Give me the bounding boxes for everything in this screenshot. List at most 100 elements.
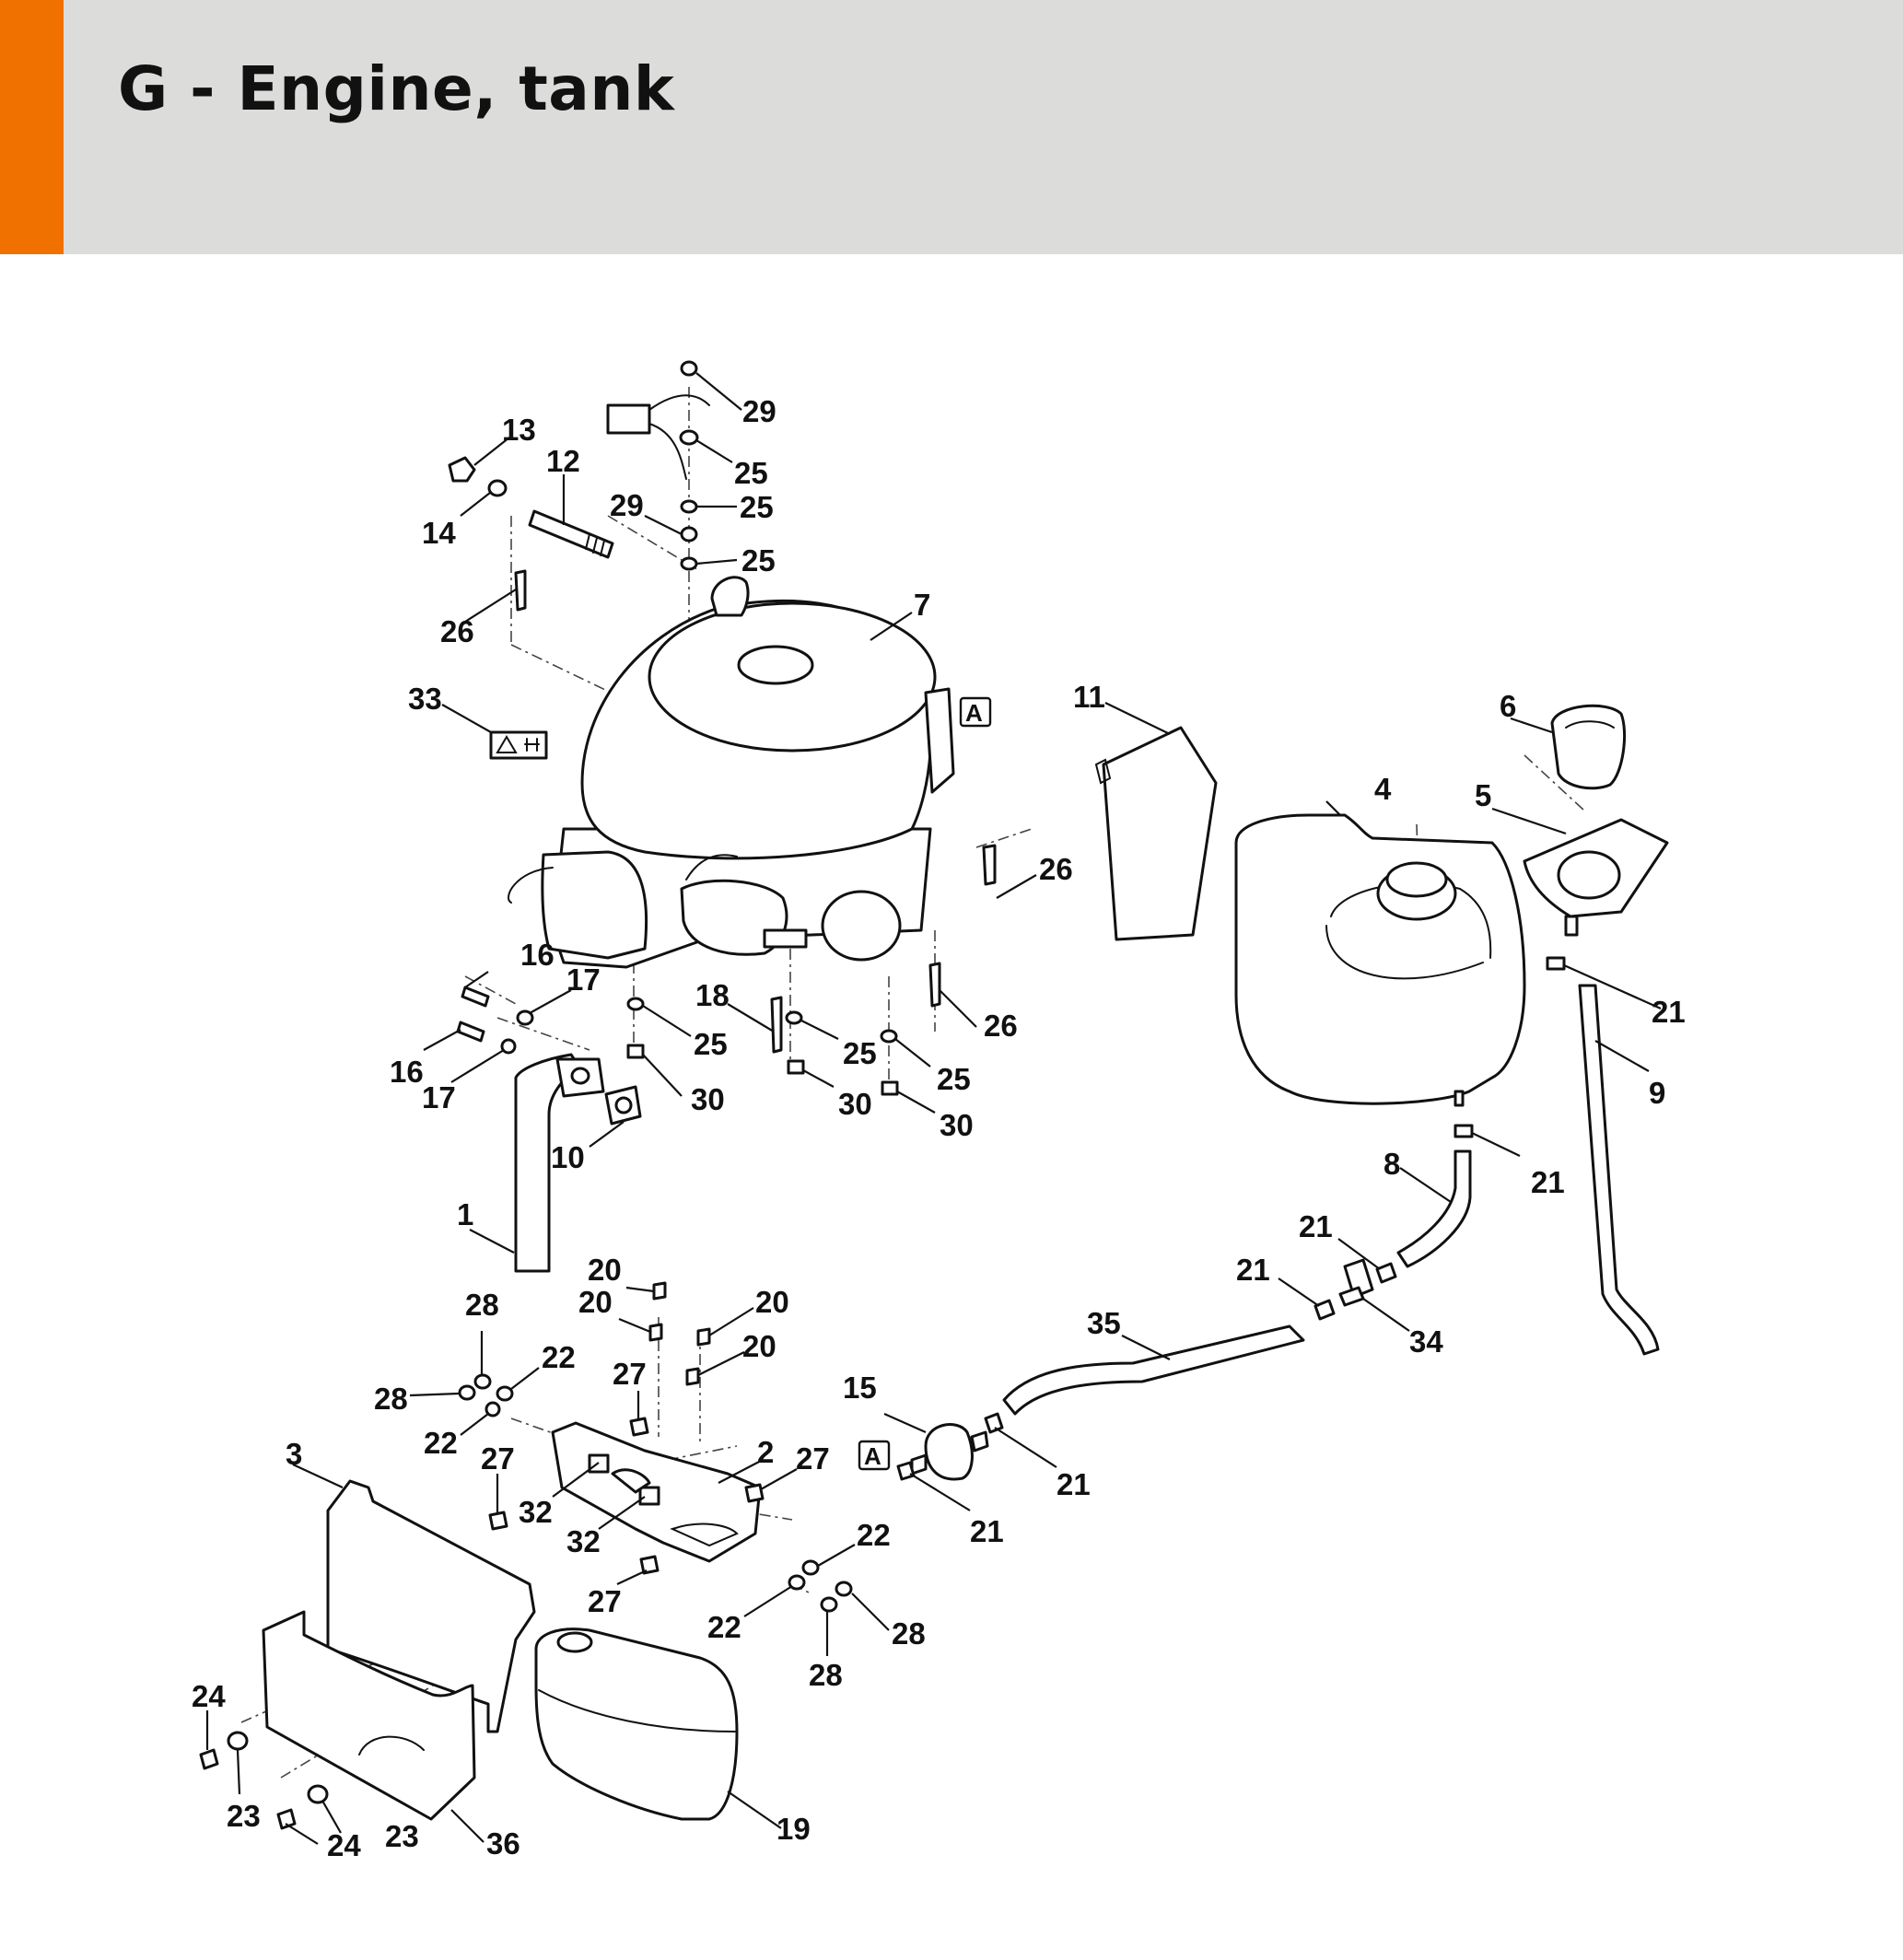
callout-25d: 25 — [694, 1027, 728, 1061]
callout-8: 8 — [1383, 1147, 1400, 1181]
callout-21a: 21 — [1652, 995, 1686, 1029]
callout-20b: 20 — [578, 1285, 613, 1319]
reference-mark-a-engine: A — [959, 696, 992, 728]
callout-29b: 29 — [610, 488, 644, 522]
callout-27a: 27 — [613, 1357, 647, 1391]
callout-11: 11 — [1073, 680, 1105, 714]
filler-funnel — [1523, 818, 1669, 937]
oil-cap — [448, 456, 476, 483]
callout-1: 1 — [457, 1197, 473, 1231]
callout-20d: 20 — [742, 1329, 776, 1363]
callout-20c: 20 — [755, 1285, 789, 1319]
callout-23b: 23 — [385, 1819, 419, 1853]
callout-27b: 27 — [481, 1441, 515, 1476]
callout-28d: 28 — [809, 1658, 843, 1692]
callout-numbers: 1 2 3 4 5 6 7 8 9 10 11 12 13 14 15 16 1… — [192, 394, 1686, 1862]
callout-2: 2 — [757, 1435, 774, 1469]
callout-9: 9 — [1649, 1076, 1665, 1110]
callout-21e: 21 — [1057, 1467, 1091, 1501]
exhaust-pipe — [514, 1053, 605, 1273]
callout-13: 13 — [502, 413, 536, 447]
fuel-cap — [1550, 704, 1627, 790]
callout-7: 7 — [914, 588, 930, 622]
callout-28c: 28 — [892, 1616, 926, 1651]
callout-30b: 30 — [838, 1087, 872, 1121]
callout-26a: 26 — [440, 614, 474, 648]
callout-4: 4 — [1374, 772, 1392, 806]
dipstick-tube — [528, 509, 614, 559]
callout-leader-lines — [205, 372, 1662, 1845]
callout-25c: 25 — [741, 543, 776, 578]
callout-20a: 20 — [588, 1253, 622, 1287]
callout-14: 14 — [422, 516, 456, 550]
fuel-hose-short — [1396, 1149, 1472, 1268]
wire-harness — [606, 360, 710, 571]
callout-21b: 21 — [1531, 1165, 1565, 1199]
callout-25a: 25 — [734, 456, 768, 490]
callout-3: 3 — [286, 1437, 302, 1471]
callout-21f: 21 — [970, 1514, 1004, 1548]
muffler-cover — [262, 1610, 476, 1821]
callout-16a: 16 — [520, 938, 555, 972]
hose-clamps — [896, 956, 1566, 1481]
o-ring — [487, 479, 508, 497]
callout-27c: 27 — [796, 1441, 830, 1476]
callout-32a: 32 — [519, 1495, 553, 1529]
callout-21d: 21 — [1236, 1253, 1270, 1287]
muffler — [534, 1628, 739, 1821]
reference-mark-a-filter: A — [858, 1440, 891, 1471]
callout-25b: 25 — [740, 490, 774, 524]
callout-22d: 22 — [707, 1610, 741, 1644]
header-band — [0, 0, 1903, 254]
callout-36: 36 — [486, 1826, 520, 1861]
fuel-tank — [1234, 813, 1526, 1107]
callout-16b: 16 — [390, 1055, 424, 1089]
header-accent-bar — [0, 0, 64, 254]
engine-mount-hardware — [626, 996, 899, 1096]
engine — [508, 576, 955, 969]
callout-27d: 27 — [588, 1584, 622, 1618]
callout-5: 5 — [1475, 778, 1491, 812]
callout-22b: 22 — [424, 1426, 458, 1460]
engine-bracket — [551, 1421, 762, 1563]
callout-15: 15 — [843, 1371, 877, 1405]
page-title: G - Engine, tank — [118, 53, 675, 124]
vent-hose — [1578, 984, 1660, 1356]
callout-17a: 17 — [566, 962, 601, 997]
callout-12: 12 — [546, 444, 580, 478]
callout-24a: 24 — [192, 1679, 226, 1713]
callout-28a: 28 — [465, 1288, 499, 1322]
bracket-screws — [648, 1281, 711, 1386]
bracket-washers-nuts — [458, 1373, 853, 1613]
callout-24b: 24 — [327, 1828, 361, 1862]
callout-19: 19 — [776, 1812, 811, 1846]
callout-26c: 26 — [984, 1009, 1018, 1043]
callout-30c: 30 — [940, 1108, 974, 1142]
callout-21c: 21 — [1299, 1209, 1333, 1243]
callout-28b: 28 — [374, 1382, 408, 1416]
svg-text:A: A — [965, 699, 983, 727]
callout-17b: 17 — [422, 1080, 456, 1114]
bolts — [514, 569, 997, 1008]
svg-text:A: A — [864, 1442, 881, 1470]
callout-25e: 25 — [843, 1036, 877, 1070]
callout-22c: 22 — [857, 1518, 891, 1552]
fuel-shutoff-valve — [1338, 1258, 1374, 1307]
callout-30a: 30 — [691, 1082, 725, 1116]
bracket-bolts — [488, 1417, 765, 1575]
warning-label — [489, 730, 548, 760]
callout-29a: 29 — [742, 394, 776, 428]
tank-frame — [1094, 726, 1218, 941]
callout-26b: 26 — [1039, 852, 1073, 886]
callout-25f: 25 — [937, 1062, 971, 1096]
callout-23a: 23 — [227, 1799, 261, 1833]
fuel-hose-long — [1002, 1324, 1305, 1416]
cover-screws-washers — [199, 1731, 329, 1830]
exhaust-gasket — [604, 1085, 642, 1126]
exhaust-bolts — [456, 986, 534, 1055]
callout-33: 33 — [408, 682, 442, 716]
callout-22a: 22 — [542, 1340, 576, 1374]
callout-32b: 32 — [566, 1524, 601, 1558]
